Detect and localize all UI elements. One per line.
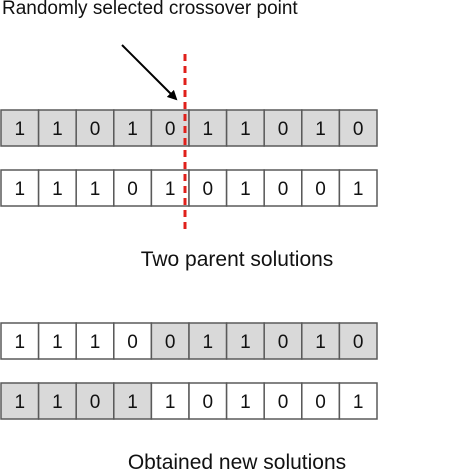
gene-cell [0, 169, 40, 207]
gene-value: 0 [165, 119, 176, 140]
gene-value: 1 [315, 332, 326, 353]
gene-cell [338, 169, 378, 207]
gene-value: 1 [127, 392, 138, 413]
gene-value: 1 [52, 119, 63, 140]
gene-value: 0 [165, 332, 176, 353]
gene-value: 0 [90, 392, 101, 413]
gene-value: 0 [203, 392, 214, 413]
gene-cell [301, 322, 341, 360]
gene-value: 1 [52, 332, 63, 353]
gene-cell [188, 169, 228, 207]
parent-solutions-caption: Two parent solutions [140, 248, 334, 271]
child-2-row: 1 1 0 1 1 0 1 0 0 1 [0, 382, 378, 420]
gene-cell [75, 322, 115, 360]
gene-value: 1 [127, 119, 138, 140]
gene-value: 0 [203, 179, 214, 200]
gene-cell [150, 109, 190, 147]
gene-value: 0 [278, 332, 289, 353]
crossover-arrow [121, 44, 178, 101]
gene-cell [75, 382, 115, 420]
gene-cell [225, 169, 265, 207]
gene-cell [150, 322, 190, 360]
gene-value: 1 [315, 119, 326, 140]
gene-value: 1 [353, 179, 364, 200]
gene-cell [188, 322, 228, 360]
gene-cell [0, 109, 40, 147]
gene-value: 1 [90, 179, 101, 200]
gene-value: 0 [90, 119, 101, 140]
gene-cell [37, 109, 77, 147]
gene-value: 0 [278, 392, 289, 413]
gene-value: 1 [15, 179, 26, 200]
gene-cell [338, 382, 378, 420]
parent-2-row: 1 1 1 0 1 0 1 0 0 1 [0, 169, 378, 207]
parent-1-row: 1 1 0 1 0 1 1 0 1 0 [0, 109, 378, 147]
gene-cell [263, 169, 303, 207]
gene-value: 0 [315, 179, 326, 200]
new-solutions-caption: Obtained new solutions [127, 451, 347, 474]
gene-value: 1 [90, 332, 101, 353]
gene-value: 0 [278, 119, 289, 140]
gene-value: 1 [15, 392, 26, 413]
gene-cell [301, 382, 341, 420]
chromosome-rows: 1 1 0 1 0 1 1 0 1 0 1 1 1 0 1 0 1 0 0 1 1 1 1 0 0 1 1 0 1 0 1 1 0 1 1 0 1 0 0 1 [0, 109, 378, 420]
gene-cell [37, 382, 77, 420]
gene-cell [225, 322, 265, 360]
child-1-row: 1 1 1 0 0 1 1 0 1 0 [0, 322, 378, 360]
gene-value: 0 [278, 179, 289, 200]
gene-value: 1 [240, 119, 251, 140]
gene-cell [37, 169, 77, 207]
gene-cell [0, 322, 40, 360]
gene-value: 0 [127, 332, 138, 353]
gene-value: 1 [353, 392, 364, 413]
gene-cell [75, 169, 115, 207]
gene-value: 1 [240, 332, 251, 353]
gene-value: 0 [353, 332, 364, 353]
gene-value: 1 [52, 392, 63, 413]
gene-value: 1 [52, 179, 63, 200]
gene-cell [188, 109, 228, 147]
gene-value: 1 [165, 392, 176, 413]
gene-cell [225, 109, 265, 147]
gene-value: 1 [203, 119, 214, 140]
gene-value: 1 [203, 332, 214, 353]
gene-value: 1 [165, 179, 176, 200]
gene-cell [37, 322, 77, 360]
gene-value: 1 [240, 179, 251, 200]
gene-value: 1 [15, 119, 26, 140]
crossover-point-label: Randomly selected crossover point [2, 0, 298, 19]
gene-cell [263, 109, 303, 147]
gene-cell [338, 322, 378, 360]
gene-value: 0 [315, 392, 326, 413]
gene-cell [225, 382, 265, 420]
gene-value: 0 [127, 179, 138, 200]
gene-value: 0 [353, 119, 364, 140]
gene-cell [263, 382, 303, 420]
gene-value: 1 [15, 332, 26, 353]
gene-cell [338, 109, 378, 147]
gene-value: 1 [240, 392, 251, 413]
